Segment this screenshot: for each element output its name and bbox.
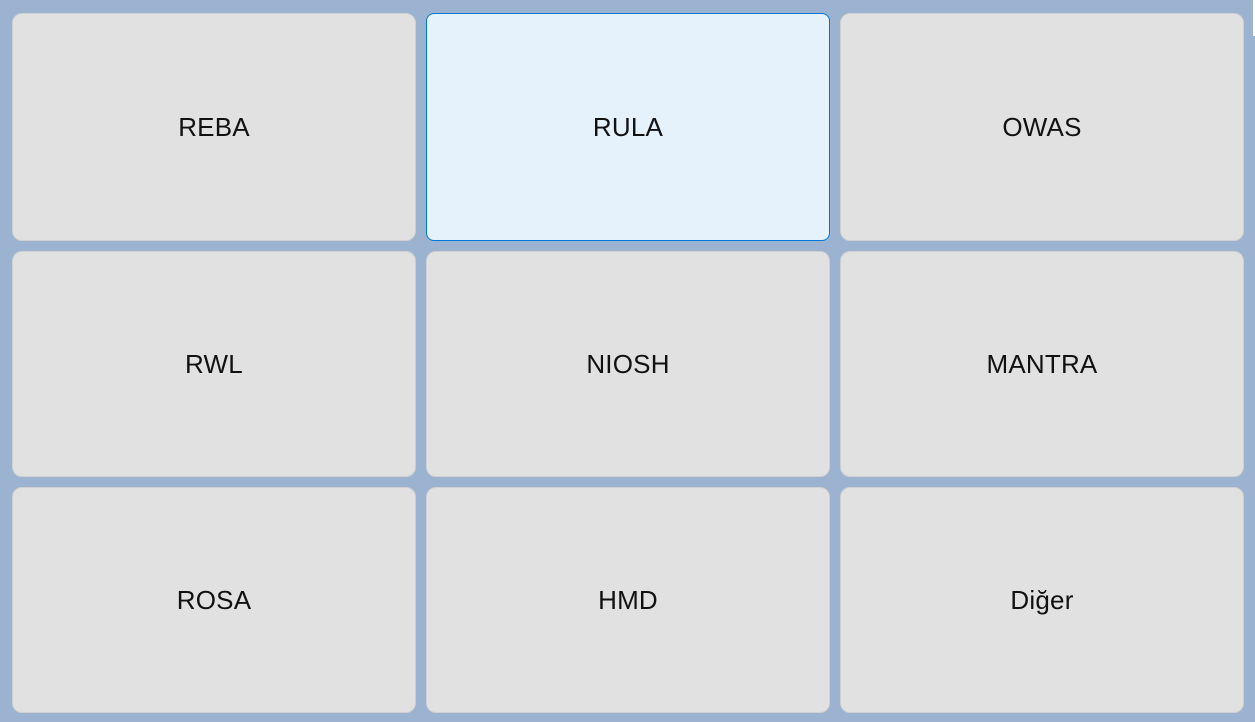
mantra-button[interactable]: MANTRA: [840, 251, 1244, 477]
rosa-button[interactable]: ROSA: [12, 487, 416, 713]
reba-button[interactable]: REBA: [12, 13, 416, 241]
reba-button-label: REBA: [178, 111, 250, 142]
niosh-button-label: NIOSH: [586, 348, 670, 379]
window-edge-highlight: [1253, 0, 1255, 36]
rosa-button-label: ROSA: [176, 584, 252, 615]
method-button-grid: REBA RULA OWAS RWL NIOSH MANTRA ROSA HMD…: [12, 13, 1244, 713]
mantra-button-label: MANTRA: [986, 348, 1098, 379]
hmd-button[interactable]: HMD: [426, 487, 830, 713]
other-button[interactable]: Diğer: [840, 487, 1244, 713]
owas-button[interactable]: OWAS: [840, 13, 1244, 241]
other-button-label: Diğer: [1010, 584, 1074, 615]
hmd-button-label: HMD: [598, 584, 658, 615]
rwl-button-label: RWL: [185, 348, 243, 379]
rula-button-label: RULA: [592, 111, 664, 142]
rwl-button[interactable]: RWL: [12, 251, 416, 477]
owas-button-label: OWAS: [1002, 111, 1082, 142]
rula-button[interactable]: RULA: [426, 13, 830, 241]
niosh-button[interactable]: NIOSH: [426, 251, 830, 477]
